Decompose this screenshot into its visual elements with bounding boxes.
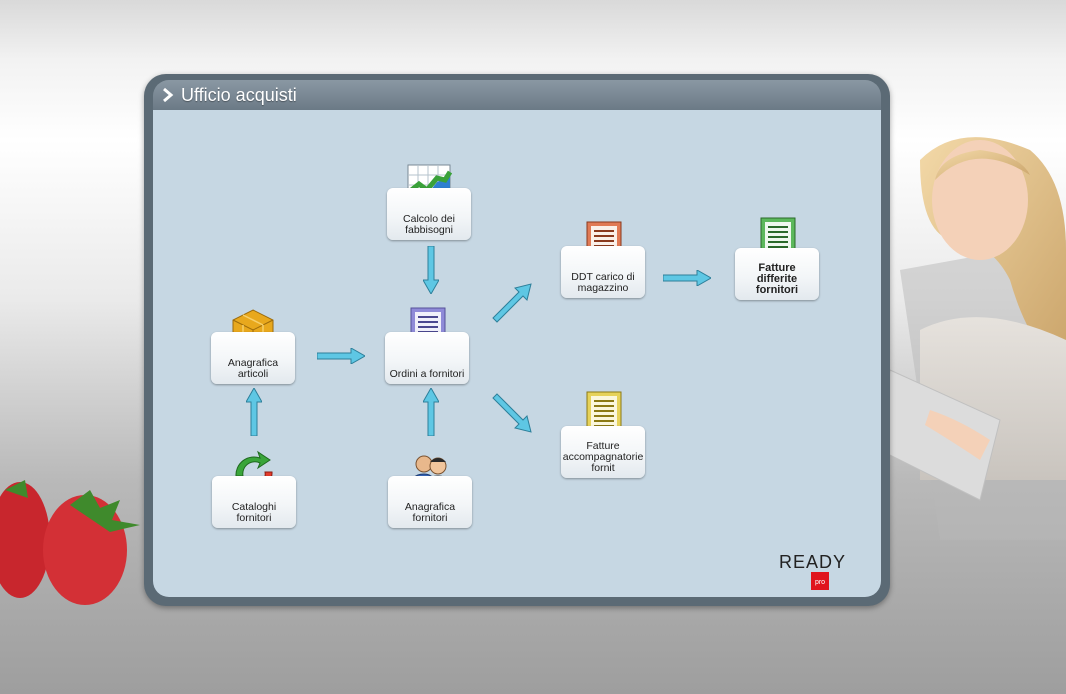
logo-sub: pro (815, 579, 825, 586)
arrow-right-icon (663, 270, 711, 286)
node-calcolo-fabbisogni[interactable]: Calcolo dei fabbisogni (387, 162, 471, 242)
arrow-up-icon (246, 388, 262, 436)
arrow-up-right-icon (492, 283, 532, 323)
node-label: Calcolo dei fabbisogni (403, 213, 455, 236)
node-fatture-differite-fornitori[interactable]: Fatture differite fornitori (735, 216, 819, 300)
ready-pro-logo: READY pro (779, 552, 846, 590)
arrow-down-icon (423, 246, 439, 294)
node-anagrafica-articoli[interactable]: Anagrafica articoli (211, 306, 295, 386)
background-photo-person (880, 137, 1066, 540)
node-anagrafica-fornitori[interactable]: Anagrafica fornitori (388, 450, 472, 530)
node-label: DDT carico di magazzino (571, 271, 635, 294)
node-label: Ordini a fornitori (389, 368, 465, 380)
logo-text: READY (779, 552, 846, 572)
node-ddt-carico-magazzino[interactable]: DDT carico di magazzino (561, 220, 645, 300)
arrow-right-icon (317, 348, 365, 364)
node-cataloghi-fornitori[interactable]: Cataloghi fornitori (212, 450, 296, 530)
node-button[interactable]: Calcolo dei fabbisogni (387, 188, 471, 240)
node-ordini-fornitori[interactable]: Ordini a fornitori (385, 306, 469, 386)
window-title: Ufficio acquisti (181, 85, 297, 105)
node-label: Anagrafica articoli (227, 357, 279, 380)
node-button[interactable]: Anagrafica fornitori (388, 476, 472, 528)
node-button[interactable]: Cataloghi fornitori (212, 476, 296, 528)
node-label: Anagrafica fornitori (404, 501, 456, 524)
node-button[interactable]: Ordini a fornitori (385, 332, 469, 384)
arrow-up-icon (423, 388, 439, 436)
node-button[interactable]: Fatture accompagnatorie fornit (561, 426, 645, 478)
node-button[interactable]: Fatture differite fornitori (735, 248, 819, 300)
node-label: Fatture differite fornitori (755, 262, 799, 296)
ufficio-acquisti-window: Ufficio acquisti (144, 74, 890, 606)
node-fatture-accompagnatorie[interactable]: Fatture accompagnatorie fornit (561, 390, 645, 478)
workflow-panel: Calcolo dei fabbisogni Ordini a fornitor… (153, 110, 881, 597)
node-label: Fatture accompagnatorie fornit (562, 440, 644, 474)
node-button[interactable]: Anagrafica articoli (211, 332, 295, 384)
background-photo-strawberries (0, 480, 140, 605)
window-titlebar: Ufficio acquisti (153, 80, 881, 110)
node-button[interactable]: DDT carico di magazzino (561, 246, 645, 298)
arrow-down-right-icon (492, 393, 532, 433)
chevron-right-icon (163, 87, 174, 103)
node-label: Cataloghi fornitori (231, 501, 277, 524)
